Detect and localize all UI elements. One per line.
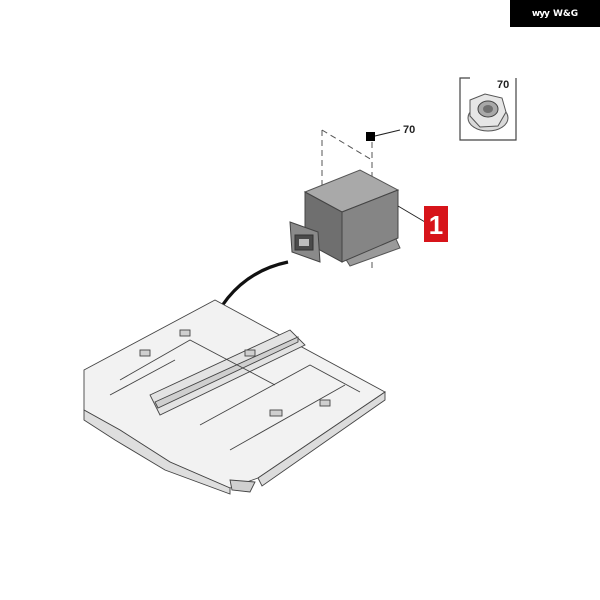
fastener-label: 70 (403, 124, 415, 136)
nut-icon (467, 93, 509, 132)
control-module (289, 169, 401, 267)
brand-text: W&G (552, 8, 579, 19)
brand-logo: wyy W&G (510, 0, 600, 27)
brand-mark-icon: wyy (531, 8, 550, 19)
floor-pan (83, 299, 386, 495)
nut-inset: 70 (459, 77, 517, 141)
part-callout: 1 (397, 205, 448, 242)
part-number-label: 1 (429, 210, 443, 240)
fastener-callout: 70 (366, 124, 415, 141)
inset-label: 70 (497, 79, 509, 91)
